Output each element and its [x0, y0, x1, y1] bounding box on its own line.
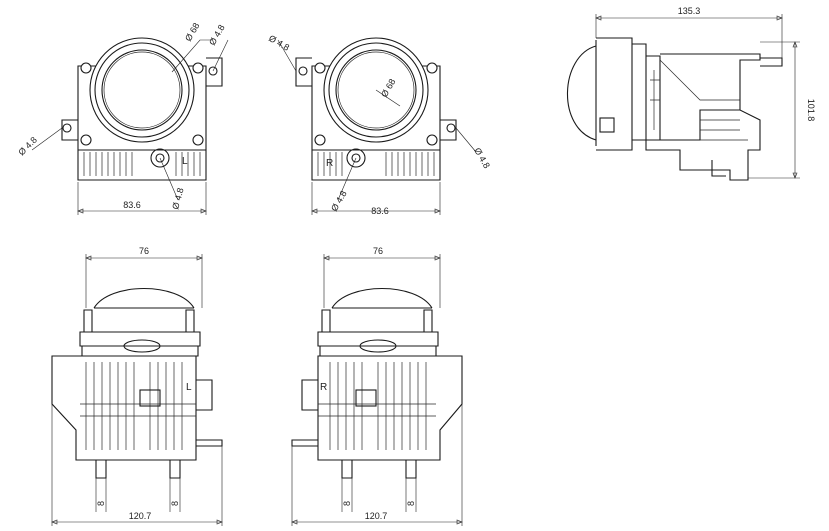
back-view-right — [291, 254, 463, 526]
back-left-side-label: L — [186, 382, 192, 393]
back-view-left — [51, 254, 223, 526]
back-left-overall-width: 120.7 — [129, 511, 152, 521]
front-right-hole-upper: Ø 4.8 — [267, 33, 291, 53]
front-view-left — [31, 37, 229, 215]
front-right-hole-right: Ø 4.8 — [472, 146, 492, 170]
back-right-pin-right: 8 — [406, 501, 416, 506]
side-view-height: 101.8 — [806, 99, 816, 122]
front-left-hole-left: Ø 4.8 — [16, 135, 39, 158]
front-view-right — [277, 37, 477, 215]
back-left-lens-width: 76 — [139, 246, 149, 256]
front-left-hole-bottom: Ø 4.8 — [170, 187, 185, 211]
front-left-side-label: L — [182, 156, 188, 167]
back-right-pin-left: 8 — [342, 501, 352, 506]
back-right-overall-width: 120.7 — [365, 511, 388, 521]
front-right-hole-bottom: Ø 4.8 — [329, 189, 349, 213]
back-left-pin-right: 8 — [170, 501, 180, 506]
back-right-lens-width: 76 — [373, 246, 383, 256]
front-left-hole-upper: Ø 4.8 — [207, 23, 227, 47]
front-right-width: 83.6 — [371, 206, 389, 216]
side-view-depth: 135.3 — [678, 6, 701, 16]
back-left-pin-left: 8 — [96, 501, 106, 506]
front-left-width: 83.6 — [123, 200, 141, 210]
front-right-side-label: R — [326, 158, 333, 169]
back-right-side-label: R — [320, 382, 327, 393]
side-view — [567, 14, 800, 181]
front-left-lens-dia: Ø 68 — [183, 21, 201, 43]
